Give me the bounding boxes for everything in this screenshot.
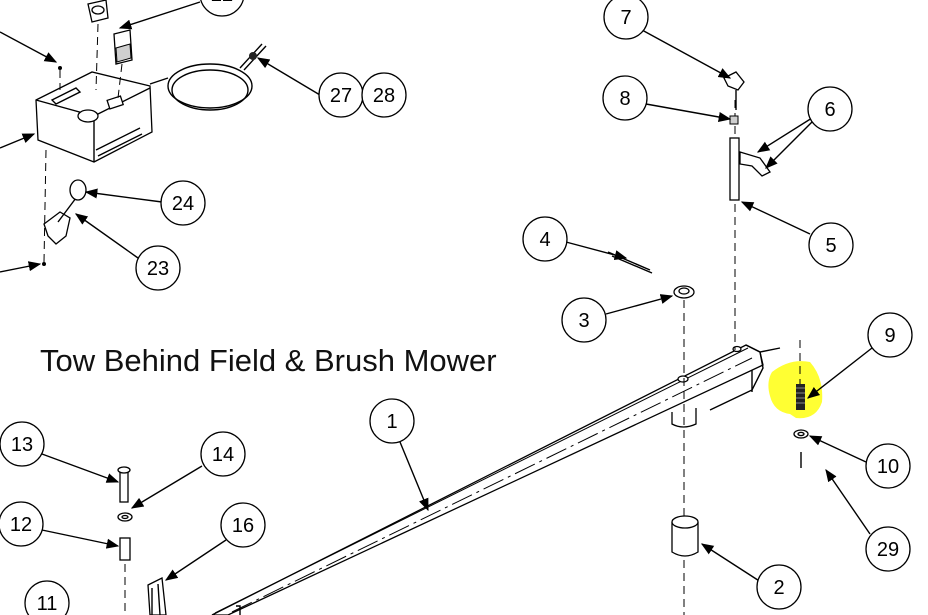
svg-text:14: 14 [212, 444, 234, 466]
callout-14: 14 [200, 431, 246, 477]
drawbar-part-1 [211, 344, 781, 615]
callout-11: 11 [24, 580, 70, 615]
callout-23: 23 [135, 245, 181, 291]
callout-2: 2 [756, 564, 802, 610]
callout-13: 13 [0, 421, 45, 467]
svg-text:27: 27 [330, 85, 352, 107]
sleeve-part-12 [119, 537, 131, 561]
callout-7: 7 [603, 0, 649, 40]
svg-text:4: 4 [539, 229, 550, 251]
callout-27: 27 [318, 72, 364, 118]
callout-24: 24 [160, 180, 206, 226]
callout-6: 6 [807, 86, 853, 132]
svg-text:7: 7 [620, 7, 631, 29]
svg-text:28: 28 [373, 85, 395, 107]
clip-part-6 [739, 151, 771, 177]
svg-text:11: 11 [37, 593, 58, 615]
svg-text:29: 29 [877, 539, 899, 561]
diagram-title: Tow Behind Field & Brush Mower [40, 343, 497, 378]
svg-text:23: 23 [147, 258, 169, 280]
callout-16: 16 [220, 502, 266, 548]
nut-part-8 [729, 115, 739, 125]
callout-9: 9 [867, 312, 913, 358]
switch-part-22 [87, 0, 109, 91]
control-box [35, 71, 153, 163]
callout-22: 22 [200, 0, 244, 17]
bolt-part-13 [117, 466, 131, 503]
svg-text:1: 1 [386, 411, 397, 433]
callout-4: 4 [522, 216, 568, 262]
washer-part-14 [117, 512, 133, 522]
svg-text:8: 8 [619, 88, 630, 110]
svg-text:5: 5 [825, 235, 836, 257]
bushing-part-2 [671, 515, 699, 557]
callout-8: 8 [602, 75, 648, 121]
washer-part-3 [673, 285, 695, 299]
rod-part-5 [729, 137, 740, 201]
svg-text:24: 24 [172, 193, 194, 215]
svg-text:12: 12 [10, 514, 32, 536]
svg-text:13: 13 [11, 434, 33, 456]
svg-text:10: 10 [877, 456, 899, 478]
handle-part-7 [723, 71, 745, 110]
svg-text:9: 9 [884, 325, 895, 347]
spring-part-9 [796, 384, 805, 410]
cable-part-27 [149, 43, 267, 111]
bracket-part-16 [147, 577, 167, 615]
leader-lines [0, 1, 873, 585]
callout-12: 12 [0, 501, 44, 547]
svg-text:22: 22 [211, 0, 233, 6]
svg-text:2: 2 [773, 577, 784, 599]
callout-28: 28 [361, 72, 407, 118]
callout-3: 3 [561, 297, 607, 343]
svg-text:16: 16 [232, 515, 254, 537]
svg-text:6: 6 [824, 99, 835, 121]
washer-part-10 [793, 429, 809, 439]
callout-1: 1 [369, 398, 415, 444]
highlight-part-9 [768, 361, 823, 419]
switch-small [113, 29, 133, 99]
callout-5: 5 [808, 222, 854, 268]
svg-text:3: 3 [578, 310, 589, 332]
callout-29: 29 [865, 526, 911, 572]
knob-part-24 [69, 179, 87, 201]
callout-10: 10 [865, 443, 911, 489]
lever-part-23 [43, 197, 77, 245]
